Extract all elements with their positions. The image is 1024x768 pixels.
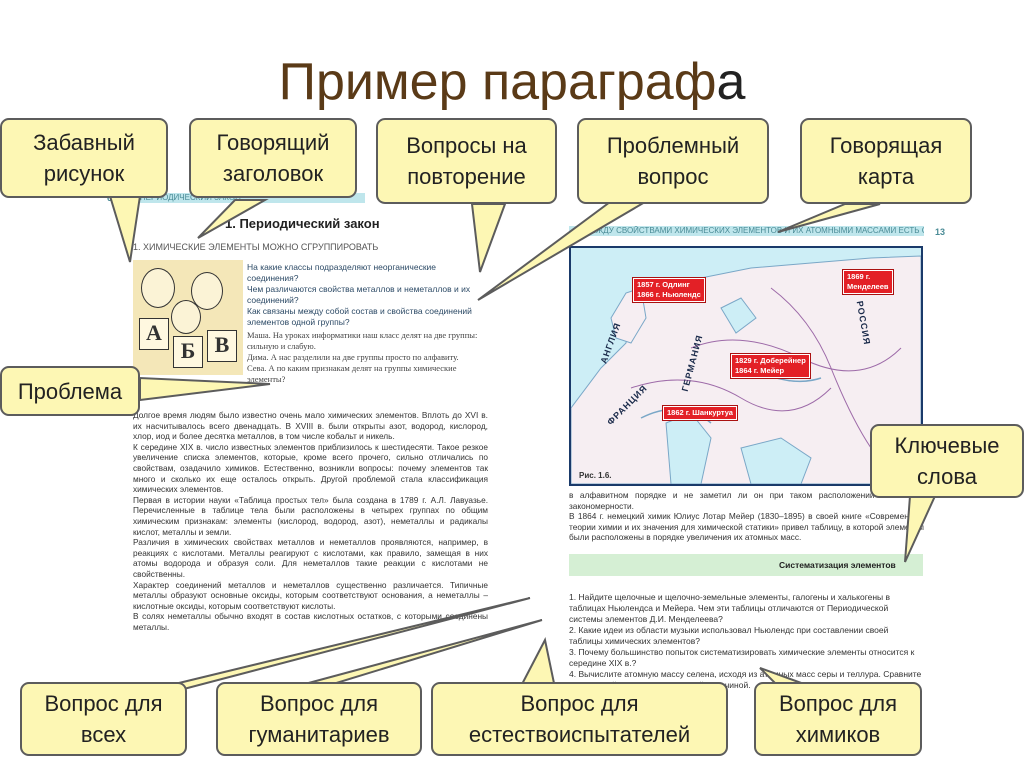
task-item-1: 1. Найдите щелочные и щелочно-земельные … <box>569 592 891 624</box>
cartoon-face-3 <box>171 300 201 334</box>
map-caption: Рис. 1.6. <box>579 471 612 480</box>
pointer-speaking-heading <box>197 199 269 239</box>
cartoon-face-1 <box>141 268 175 308</box>
map-label-russia: 1869 г. Менделеев <box>843 270 893 294</box>
callout-question-all: Вопрос для всех <box>20 682 187 756</box>
page-number-right: 13 <box>935 227 946 237</box>
running-head-left: 1. ПЕРИОДИЧЕСКИЙ ЗАКОН <box>125 193 365 203</box>
slide-title: Пример параграфа <box>0 52 1024 112</box>
review-questions-text: На какие классы подразделяют неорганичес… <box>247 262 472 327</box>
callout-question-chemists: Вопрос для химиков <box>754 682 922 756</box>
pointer-funny-picture <box>108 195 142 263</box>
callout-problem: Проблема <box>0 366 140 416</box>
callout-question-naturalists: Вопрос для естествоиспытателей <box>431 682 728 756</box>
pointer-problem-question <box>477 201 649 301</box>
callout-funny-picture: Забавный рисунок <box>0 118 168 198</box>
pointer-keywords <box>904 495 937 563</box>
cartoon-face-2 <box>191 272 223 310</box>
body-text-right: в алфавитном порядке и не заметил ли он … <box>569 490 924 543</box>
paragraph-title: 1. Периодический закон <box>225 216 380 231</box>
dialog-text: Маша. На уроках информатики наш класс де… <box>247 330 478 384</box>
running-head-right: 2. МЕЖДУ СВОЙСТВАМИ ХИМИЧЕСКИХ ЭЛЕМЕНТОВ… <box>569 226 924 236</box>
speaking-map: 1857 г. Одлинг 1866 г. Ньюлендс 1869 г. … <box>569 246 923 486</box>
task-item-2: 2. Какие идеи из области музыки использо… <box>569 625 889 646</box>
callout-speaking-heading: Говорящий заголовок <box>189 118 357 198</box>
section-subhead: 1. ХИМИЧЕСКИЕ ЭЛЕМЕНТЫ МОЖНО СГРУППИРОВА… <box>133 242 379 252</box>
callout-question-humanities: Вопрос для гуманитариев <box>216 682 422 756</box>
callout-keywords: Ключевые слова <box>870 424 1024 498</box>
cartoon-letter-a: А <box>139 318 169 350</box>
map-label-france: 1862 г. Шанкуртуа <box>663 406 737 420</box>
callout-review-questions: Вопросы на повторение <box>376 118 557 204</box>
page-number-left: 6 <box>107 193 113 203</box>
map-label-england: 1857 г. Одлинг 1866 г. Ньюлендс <box>633 278 705 302</box>
title-last-letter: а <box>716 53 746 111</box>
pointer-review-questions <box>470 203 507 273</box>
map-label-germany: 1829 г. Доберейнер 1864 г. Мейер <box>731 354 810 378</box>
cartoon-letter-v: В <box>207 330 237 362</box>
callout-speaking-map: Говорящая карта <box>800 118 972 204</box>
cartoon-letter-b: Б <box>173 336 203 368</box>
pointer-problem <box>139 376 271 402</box>
section-title-bar: Систематизация элементов <box>569 554 923 576</box>
textbook-page-left: 6 1. ПЕРИОДИЧЕСКИЙ ЗАКОН 1. Периодически… <box>95 190 495 690</box>
task-item-3: 3. Почему большинство попыток систематиз… <box>569 647 915 668</box>
pointer-q-humanities <box>289 619 543 689</box>
pointer-speaking-map <box>777 203 881 233</box>
funny-picture: А Б В <box>133 260 243 375</box>
callout-problem-question: Проблемный вопрос <box>577 118 769 204</box>
pointer-q-naturalists <box>518 637 557 689</box>
title-main: Пример параграф <box>278 53 717 111</box>
body-text-left: Долгое время людям было известно очень м… <box>133 410 488 632</box>
